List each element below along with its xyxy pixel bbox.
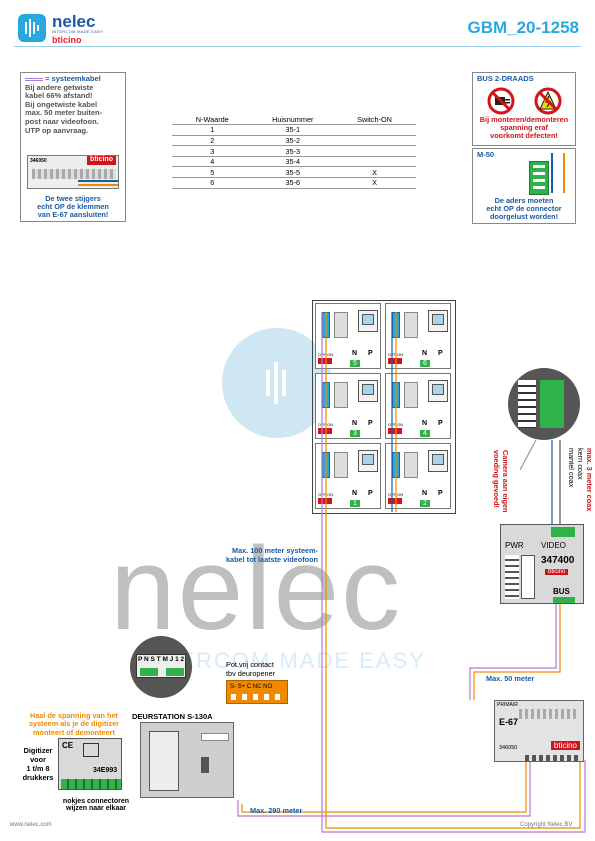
brand-name: nelec <box>52 12 96 31</box>
no-electric-icon <box>534 87 561 115</box>
max50-label: Max. 50 meter <box>486 674 535 683</box>
watermark-bars-icon <box>262 358 292 408</box>
digitizer-module: CE 34E993 <box>58 738 122 790</box>
videofoon-monitor-icon <box>428 450 448 472</box>
videofoon-monitor-icon <box>358 450 378 472</box>
watermark-text: nelec <box>110 523 403 655</box>
no-plug-icon <box>487 87 514 115</box>
videofoon-monitor-icon <box>428 310 448 332</box>
note-m50-title: M-50 <box>477 150 495 159</box>
videofoon-monitor-icon <box>358 380 378 402</box>
max290-label: Max. 290 meter <box>250 806 303 815</box>
videofoon-monitor-icon <box>428 380 448 402</box>
videofoon-monitor-icon <box>358 310 378 332</box>
converter-347400: PWR VIDEO 347400 bticino BUS <box>500 524 584 604</box>
mini-e67-module: 346050 bticino <box>27 155 119 189</box>
note-bus-title: BUS 2-DRAADS <box>477 74 534 83</box>
note-systeemkabel-title: = systeemkabel <box>25 74 121 84</box>
brand-tagline: INTERCOM MADE EASY <box>52 29 104 34</box>
nelec-logo-icon <box>18 14 46 42</box>
col-header: N-Waarde <box>172 114 253 126</box>
brand-sub: bticino <box>52 35 82 45</box>
footer-copyright: Copyright Nelec BV <box>520 822 573 828</box>
apartment-4: OFF ON N P 4 <box>385 373 451 439</box>
document-code: GBM_20-1258 <box>467 18 579 37</box>
col-header: Switch-ON <box>333 114 416 126</box>
header-divider <box>14 46 581 47</box>
m50-connector-icon <box>529 161 549 195</box>
deurstation-label: DEURSTATION S-130A <box>132 712 213 721</box>
e67-module: PRIMAIR E-67 346050 bticino <box>494 700 584 762</box>
apartment-grid <box>312 300 456 514</box>
deurstation-s130a <box>140 722 234 798</box>
ce-mark: CE <box>62 741 74 750</box>
footer-url: www.nelec.com <box>10 822 52 828</box>
connector-callout: P N S T M J 1 2 <box>130 636 192 698</box>
max100-label: Max. 100 meter systeem-kabel tot laatste… <box>225 546 318 564</box>
relay-block: S- S+ C NC NO <box>226 680 288 704</box>
col-header: Huisnummer <box>252 114 334 126</box>
converter-callout <box>508 368 580 440</box>
